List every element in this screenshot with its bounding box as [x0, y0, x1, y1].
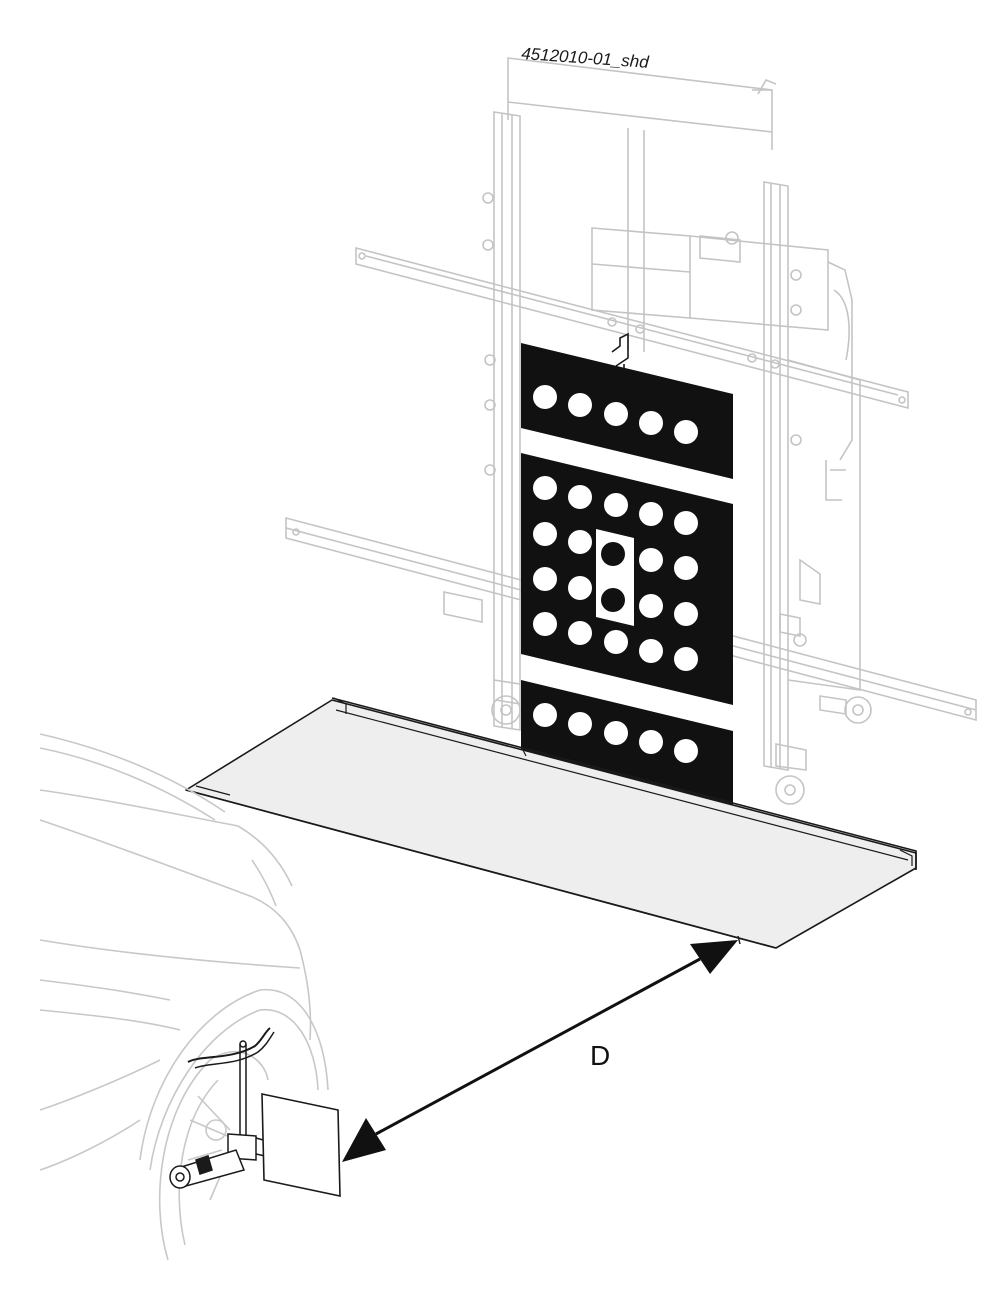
upper-crossbar [355, 246, 909, 410]
floor-mat [185, 697, 917, 949]
distance-label: D [590, 1040, 611, 1071]
distance-arrow [342, 940, 738, 1162]
calibration-frame [482, 57, 872, 805]
vehicle-outline [39, 733, 329, 1261]
wheel-clamp-target [169, 1027, 341, 1197]
calibration-target-board [521, 343, 733, 806]
